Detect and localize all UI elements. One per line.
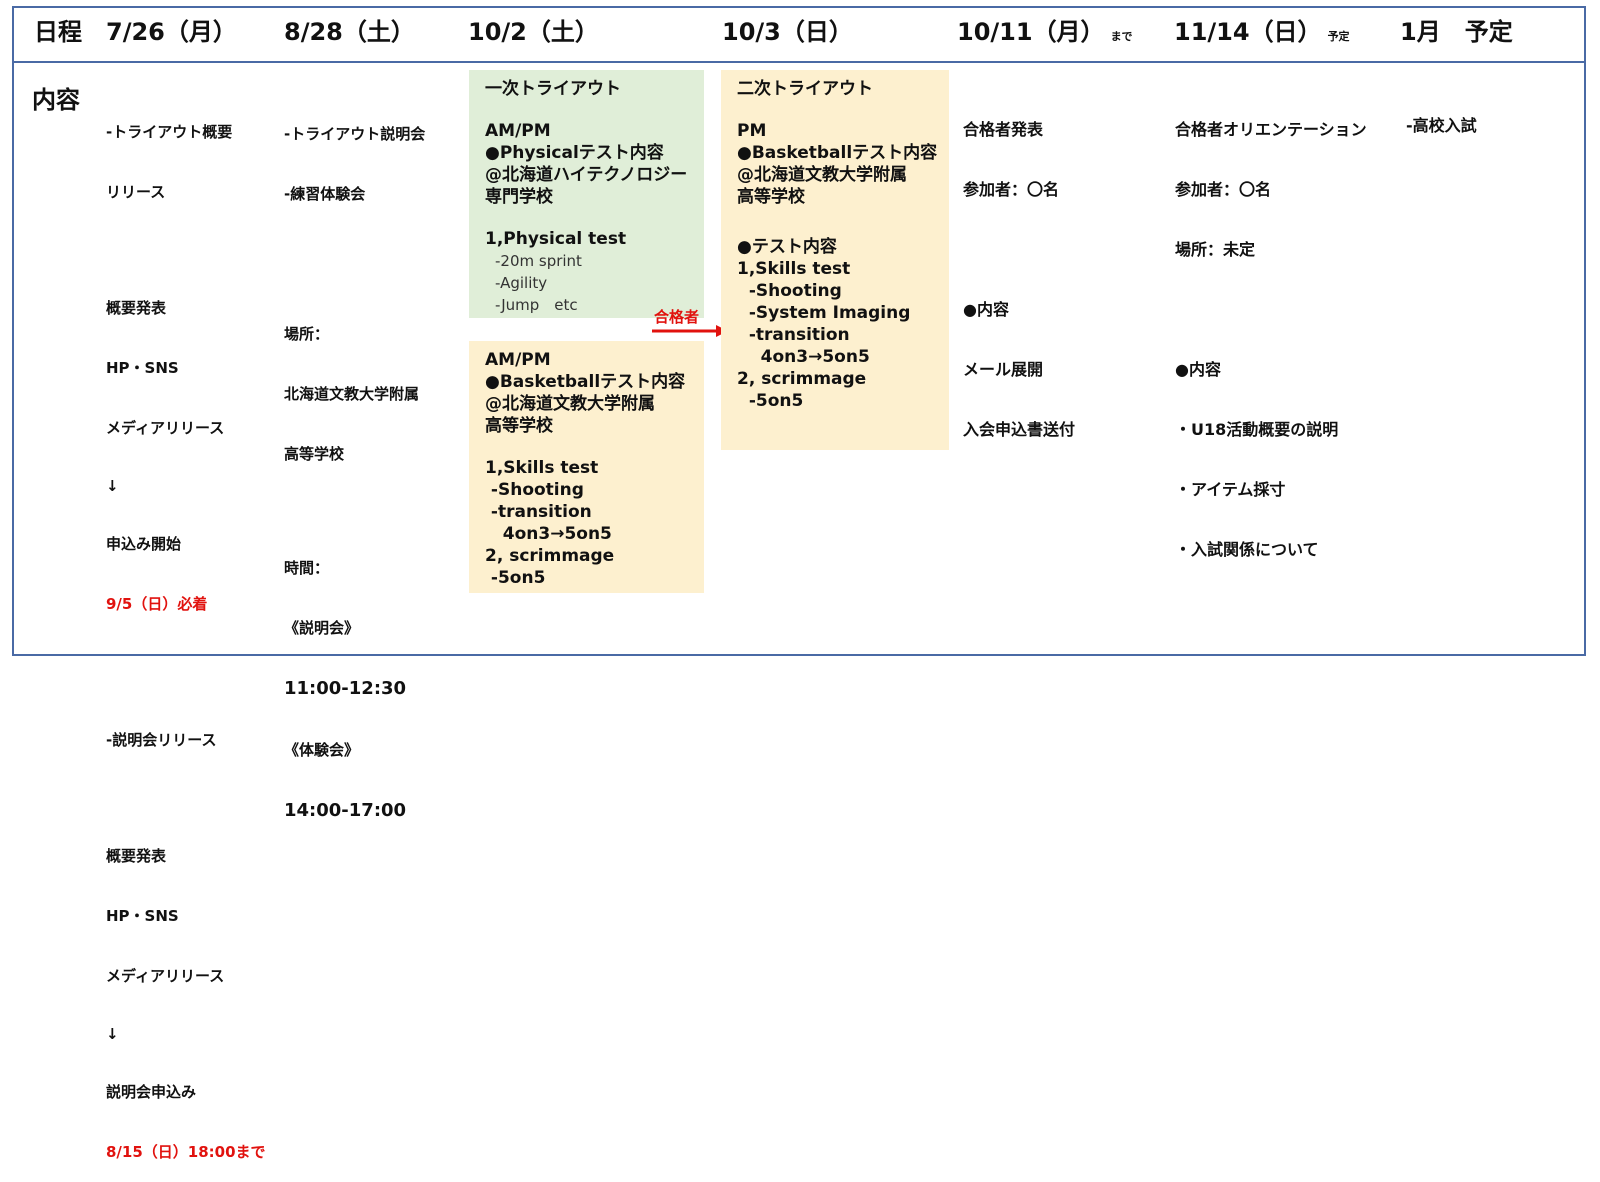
header-date-1011: 10/11（月） まで [957, 16, 1133, 53]
col1-line: -説明会リリース [106, 731, 217, 749]
header-date-1114: 11/14（日） 予定 [1174, 16, 1350, 53]
box2-line: ●Basketballテスト内容 [485, 372, 686, 392]
box3-title: 二次トライアウト [737, 79, 873, 99]
header-date-jan: 1月 予定 [1400, 18, 1513, 46]
box2-line: AM/PM [485, 350, 551, 370]
box2-line: @北海道文教大学附属 [485, 394, 655, 414]
box2-line: -Shooting [485, 480, 584, 500]
box3-line: @北海道文教大学附属 [737, 165, 907, 185]
header-note-yotei: 予定 [1327, 30, 1350, 43]
first-basketball-box: AM/PM ●Basketballテスト内容 @北海道文教大学附属 高等学校 1… [469, 341, 704, 593]
col-0828: -トライアウト説明会 -練習体験会 場所： 北海道文教大学附属 高等学校 時間：… [284, 84, 425, 842]
header-date-1114-text: 11/14（日） [1174, 18, 1322, 46]
col6-line: 合格者オリエンテーション [1175, 120, 1367, 139]
box2-line: 2, scrimmage [485, 546, 615, 566]
col1-line: HP・SNS [106, 359, 179, 377]
col6-line: ・アイテム採寸 [1175, 480, 1286, 499]
col1-line: 申込み開始 [106, 535, 182, 553]
col5-line: 参加者：〇名 [963, 180, 1060, 199]
header-label: 日程 [34, 18, 82, 46]
box3-line: -Shooting [737, 281, 842, 301]
col6-line: ・U18活動概要の説明 [1175, 420, 1339, 439]
col1-line: 概要発表 [106, 847, 167, 865]
box1-line: AM/PM [485, 121, 551, 141]
box1-line: @北海道ハイテクノロジー [485, 165, 688, 185]
col-1114: 合格者オリエンテーション 参加者：〇名 場所：未定 ●内容 ・U18活動概要の説… [1175, 80, 1367, 580]
box3-line: ●テスト内容 [737, 237, 837, 257]
box2-line: 高等学校 [485, 416, 553, 436]
box1-line: 1,Physical test [485, 229, 627, 249]
col5-line: 入会申込書送付 [963, 420, 1076, 439]
col1-line: HP・SNS [106, 907, 179, 925]
box3-line: 1,Skills test [737, 259, 851, 279]
col5-line: メール展開 [963, 360, 1044, 379]
box3-line: -transition [737, 325, 850, 345]
box1-line: ●Physicalテスト内容 [485, 143, 664, 163]
box2-line: 4on3→5on5 [485, 524, 612, 544]
first-tryout-box: 一次トライアウト AM/PM ●Physicalテスト内容 @北海道ハイテクノロ… [469, 70, 704, 318]
box2-line: -5on5 [485, 568, 546, 588]
header-date-0726: 7/26（月） [106, 18, 237, 46]
box1-line: 専門学校 [485, 187, 553, 207]
passer-label: 合格者 [654, 308, 700, 326]
col-jan: -高校入試 [1406, 76, 1477, 156]
down-arrow: ↓ [106, 477, 119, 495]
col2-line: 時間： [284, 559, 330, 577]
col2-line: 《体験会》 [284, 741, 360, 759]
box3-line: 高等学校 [737, 187, 805, 207]
col2-line: 高等学校 [284, 445, 345, 463]
col2-line: 場所： [284, 325, 330, 343]
col5-line: ●内容 [963, 300, 1009, 319]
col-1011: 合格者発表 参加者：〇名 ●内容 メール展開 入会申込書送付 [963, 80, 1075, 460]
col2-line: 北海道文教大学附属 [284, 385, 420, 403]
box1-item: -20m sprint [495, 252, 582, 270]
box2-line: -transition [485, 502, 592, 522]
col1-line: 概要発表 [106, 299, 167, 317]
box3-line: 4on3→5on5 [737, 347, 870, 367]
header-date-1002: 10/2（土） [468, 18, 599, 46]
box3-line: -5on5 [737, 391, 804, 411]
col-0726: -トライアウト概要 リリース 概要発表 HP・SNS メディアリリース ↓ 申込… [106, 82, 266, 1182]
header-date-1011-text: 10/11（月） [957, 18, 1105, 46]
schedule-frame [12, 6, 1586, 656]
header-divider [12, 61, 1586, 63]
header-note-made: まで [1110, 30, 1133, 43]
col2-line: -練習体験会 [284, 185, 366, 203]
row-label: 内容 [32, 86, 80, 114]
col2-line: -トライアウト説明会 [284, 125, 426, 143]
advance-arrow-icon [652, 325, 728, 337]
col6-line: 参加者：〇名 [1175, 180, 1272, 199]
down-arrow: ↓ [106, 1025, 119, 1043]
deadline-text: 9/5（日）必着 [106, 595, 208, 613]
col6-line: ・入試関係について [1175, 540, 1319, 559]
second-tryout-box: 二次トライアウト PM ●Basketballテスト内容 @北海道文教大学附属 … [721, 70, 949, 450]
box1-title: 一次トライアウト [485, 79, 621, 99]
time-text: 11:00-12:30 [284, 678, 407, 699]
time-text: 14:00-17:00 [284, 800, 407, 821]
deadline-text: 8/15（日）18:00まで [106, 1143, 266, 1161]
box3-line: -System Imaging [737, 303, 911, 323]
col1-line: 説明会申込み [106, 1083, 197, 1101]
col2-line: 《説明会》 [284, 619, 360, 637]
col1-line: メディアリリース [106, 967, 225, 985]
box1-item: -Agility [495, 274, 548, 292]
col6-line: 場所：未定 [1175, 240, 1256, 259]
box2-line: 1,Skills test [485, 458, 599, 478]
col5-line: 合格者発表 [963, 120, 1044, 139]
header-date-0828: 8/28（土） [284, 18, 415, 46]
box1-item: -Jump etc [495, 296, 578, 314]
col1-line: メディアリリース [106, 419, 225, 437]
col1-line: -トライアウト概要 [106, 123, 233, 141]
box3-line: 2, scrimmage [737, 369, 867, 389]
col7-line: -高校入試 [1406, 116, 1477, 135]
box3-line: ●Basketballテスト内容 [737, 143, 938, 163]
box3-line: PM [737, 121, 767, 141]
col6-line: ●内容 [1175, 360, 1221, 379]
header-date-1003: 10/3（日） [722, 18, 853, 46]
col1-line: リリース [106, 183, 166, 201]
